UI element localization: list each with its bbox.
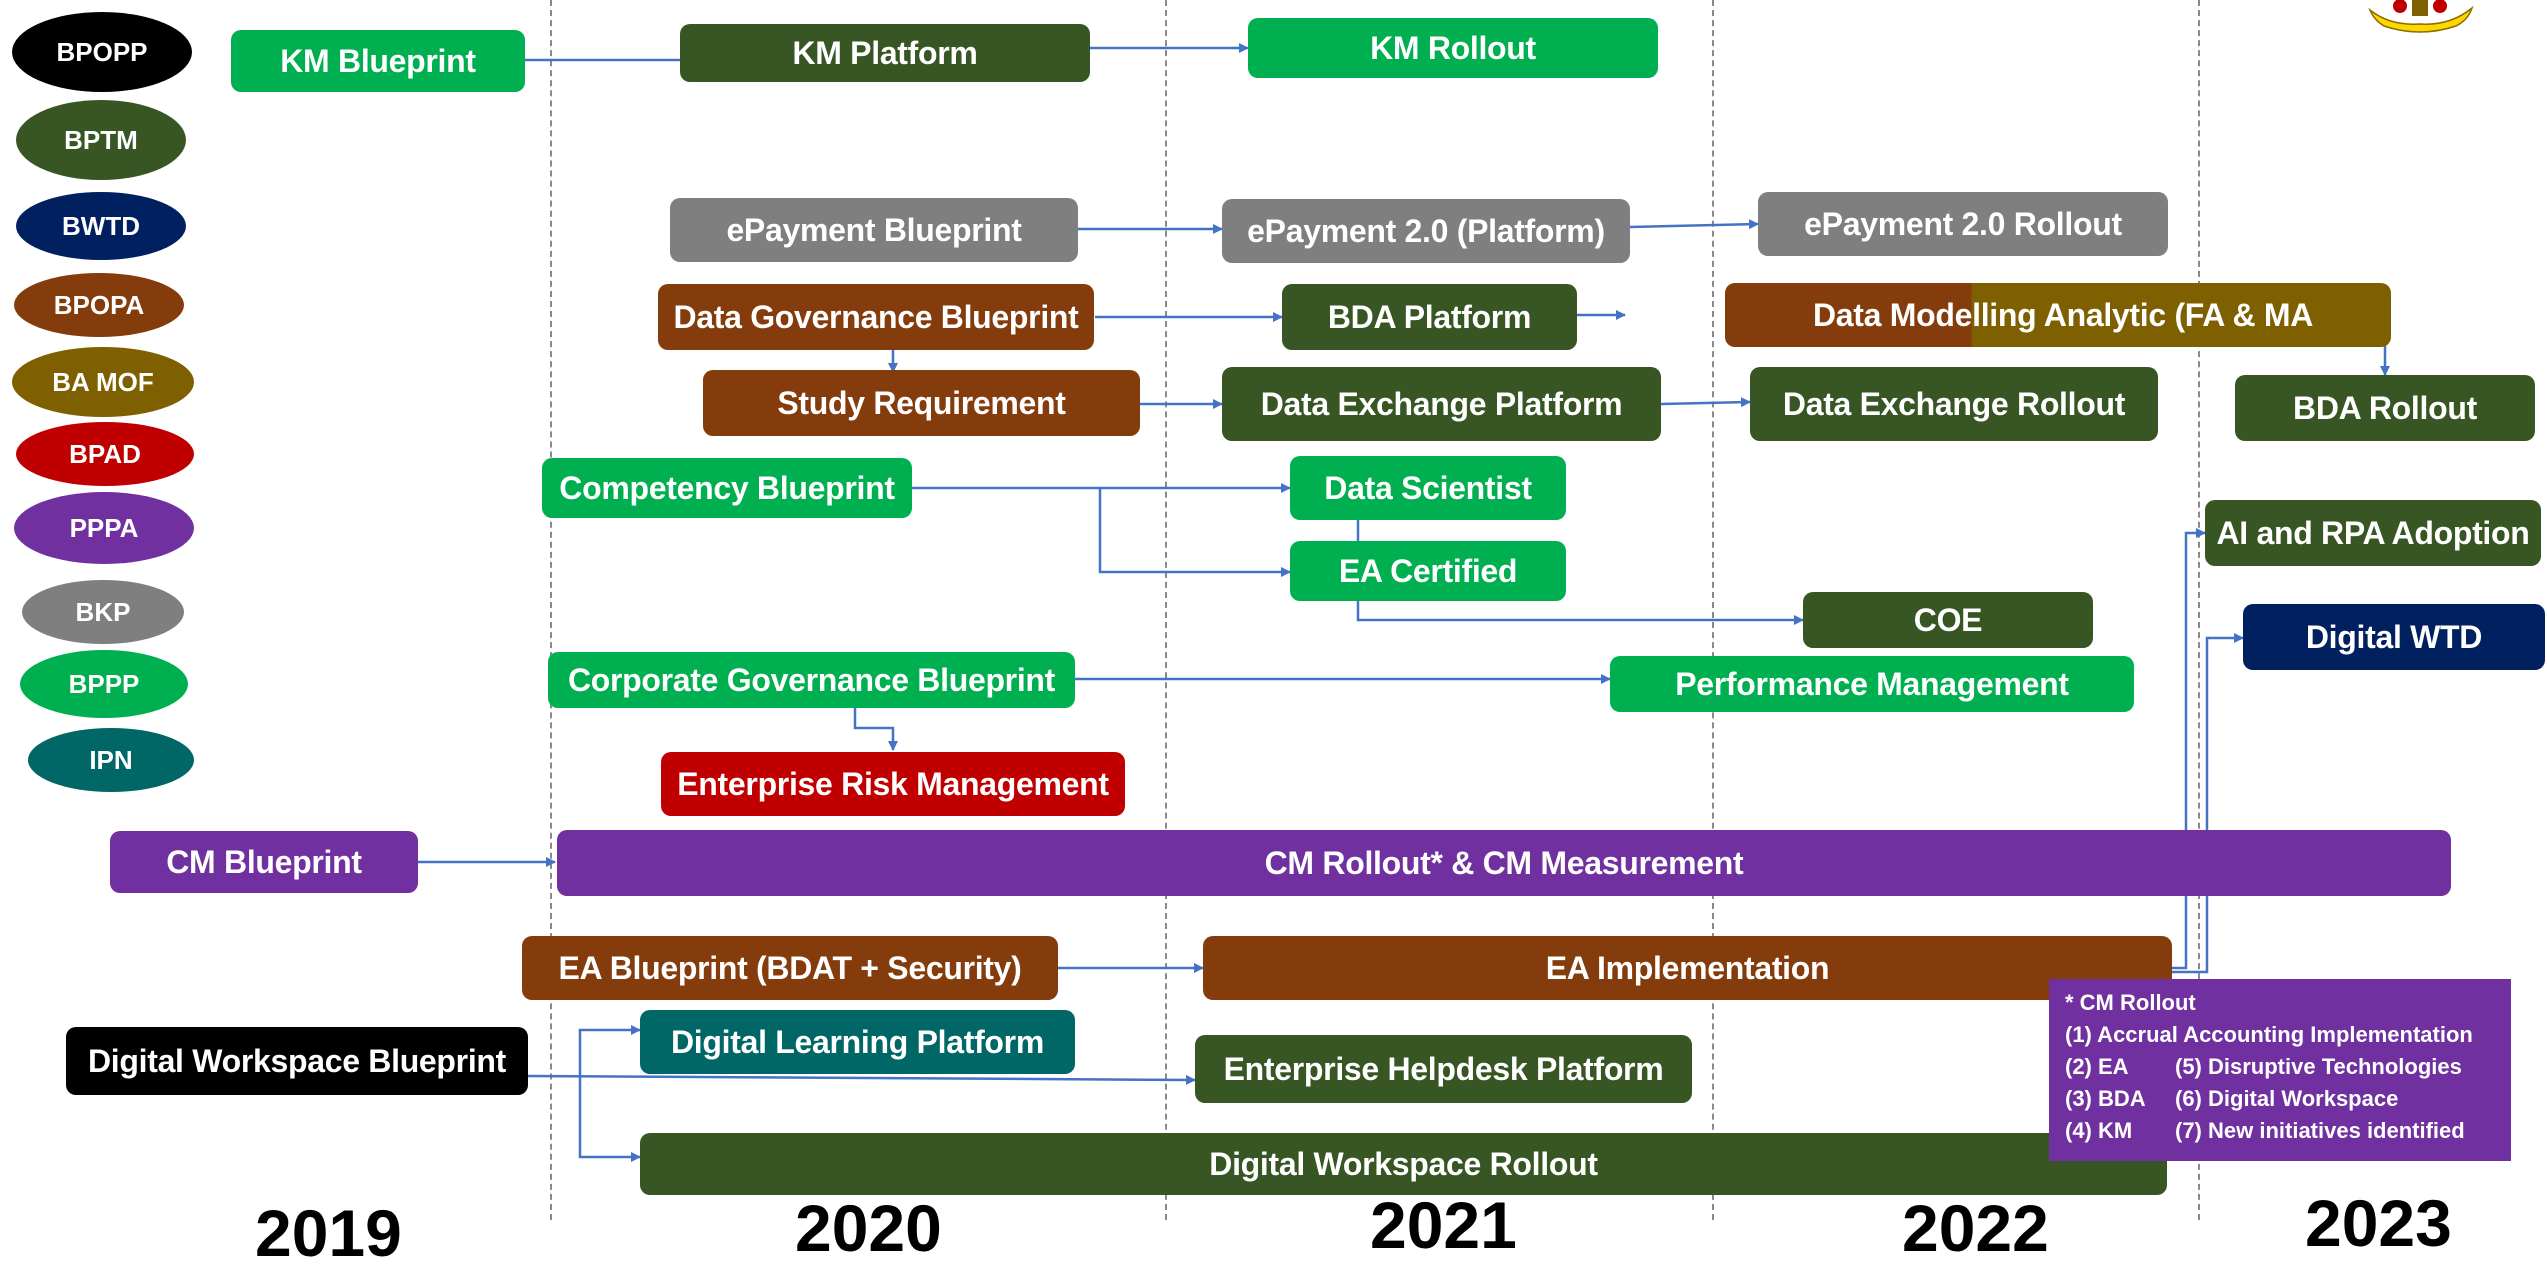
legend-pppa: PPPA (14, 492, 194, 564)
epayment-rollout-box: ePayment 2.0 Rollout (1758, 192, 2168, 256)
bda-rollout-box: BDA Rollout (2235, 375, 2535, 441)
coe-box: COE (1803, 592, 2093, 648)
corporate-governance-blueprint-box: Corporate Governance Blueprint (548, 652, 1075, 708)
year-label-2020: 2020 (795, 1191, 942, 1265)
year-divider (1712, 0, 1714, 1220)
digital-wtd-box: Digital WTD (2243, 604, 2545, 670)
data-scientist-box: Data Scientist (1290, 456, 1566, 520)
cm-rollout-footnote: * CM Rollout (1) Accrual Accounting Impl… (2049, 979, 2511, 1161)
data-modelling-analytic-box: Data Modelling Analytic (FA & MA (1725, 283, 2391, 347)
ai-rpa-adoption-box: AI and RPA Adoption (2205, 500, 2541, 566)
year-label-2023: 2023 (2305, 1186, 2452, 1260)
crest-logo-icon (2368, 0, 2474, 33)
bda-platform-box: BDA Platform (1282, 284, 1577, 350)
legend-bpopa: BPOPA (14, 273, 184, 337)
cm-rollout-box: CM Rollout* & CM Measurement (557, 830, 2451, 896)
data-governance-blueprint-box: Data Governance Blueprint (658, 284, 1094, 350)
ea-certified-box: EA Certified (1290, 541, 1566, 601)
digital-learning-platform-box: Digital Learning Platform (640, 1010, 1075, 1074)
footnote-line: (4) KM (2065, 1118, 2133, 1143)
legend-bkp: BKP (22, 580, 184, 644)
year-label-2022: 2022 (1902, 1191, 2049, 1265)
ea-implementation-box: EA Implementation (1203, 936, 2172, 1000)
footnote-line: (1) Accrual Accounting Implementation (2065, 1022, 2473, 1047)
data-exchange-platform-box: Data Exchange Platform (1222, 367, 1661, 441)
year-label-2021: 2021 (1370, 1188, 1517, 1262)
arrow (1629, 219, 1759, 230)
enterprise-helpdesk-platform-box: Enterprise Helpdesk Platform (1195, 1035, 1692, 1103)
legend-ipn: IPN (28, 728, 194, 792)
legend-ba-mof: BA MOF (12, 347, 194, 417)
competency-blueprint-box: Competency Blueprint (542, 458, 912, 518)
arrow (1660, 397, 1751, 408)
cm-blueprint-box: CM Blueprint (110, 831, 418, 893)
arrow (527, 1074, 1196, 1085)
year-divider (2198, 0, 2200, 1220)
legend-bwtd: BWTD (16, 192, 186, 260)
arrow (853, 708, 898, 751)
performance-management-box: Performance Management (1610, 656, 2134, 712)
legend-bppp: BPPP (20, 650, 188, 718)
legend-bptm: BPTM (16, 100, 186, 180)
footnote-line: (6) Digital Workspace (2175, 1086, 2399, 1111)
arrow (578, 1025, 641, 1076)
study-requirement-box: Study Requirement (703, 370, 1140, 436)
footnote-line: (3) BDA (2065, 1086, 2146, 1111)
km-platform-box: KM Platform (680, 24, 1090, 82)
km-rollout-box: KM Rollout (1248, 18, 1658, 78)
year-divider (550, 0, 552, 1220)
arrow (1098, 488, 1291, 577)
arrow (2172, 528, 2206, 970)
year-label-2019: 2019 (255, 1196, 402, 1270)
ea-blueprint-box: EA Blueprint (BDAT + Security) (522, 936, 1058, 1000)
footnote-title: * CM Rollout (2065, 990, 2196, 1015)
epayment-blueprint-box: ePayment Blueprint (670, 198, 1078, 262)
year-divider (1165, 0, 1167, 1220)
arrow (2172, 633, 2244, 974)
km-blueprint-box: KM Blueprint (231, 30, 525, 92)
digital-workspace-rollout-box: Digital Workspace Rollout (640, 1133, 2167, 1195)
legend-bpad: BPAD (16, 422, 194, 486)
digital-workspace-blueprint-box: Digital Workspace Blueprint (66, 1027, 528, 1095)
legend-bpopp: BPOPP (12, 12, 192, 92)
epayment-platform-box: ePayment 2.0 (Platform) (1222, 199, 1630, 263)
enterprise-risk-management-box: Enterprise Risk Management (661, 752, 1125, 816)
footnote-line: (2) EA (2065, 1054, 2129, 1079)
footnote-line: (5) Disruptive Technologies (2175, 1054, 2462, 1079)
footnote-line: (7) New initiatives identified (2175, 1118, 2465, 1143)
data-exchange-rollout-box: Data Exchange Rollout (1750, 367, 2158, 441)
arrow (578, 1076, 641, 1162)
